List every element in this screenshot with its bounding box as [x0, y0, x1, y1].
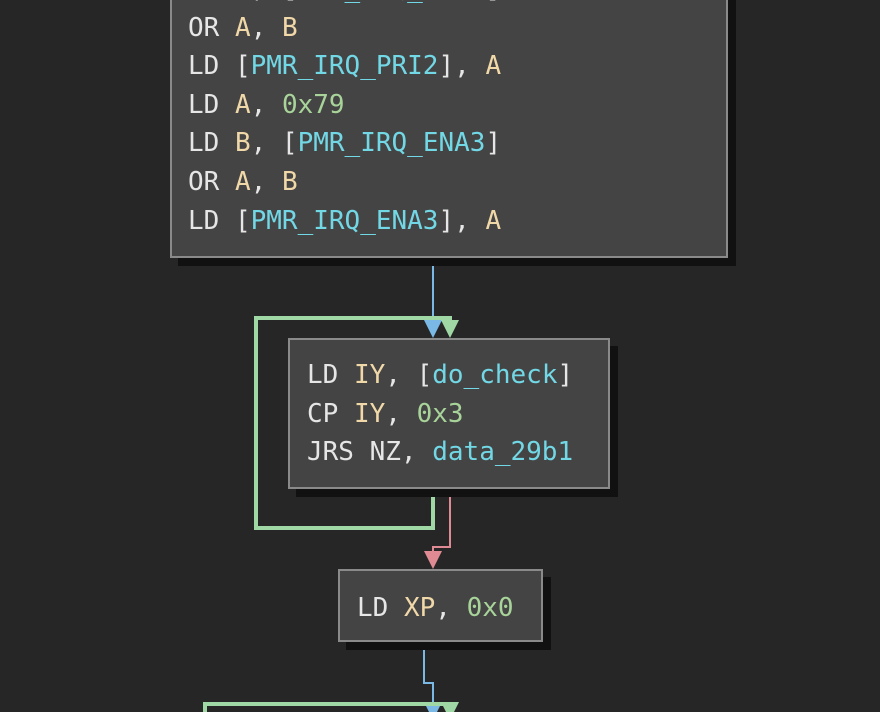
instruction-line[interactable]: LD [PMR_IRQ_ENA3], A [188, 202, 501, 241]
instruction-line[interactable]: LD IY, [do_check] [307, 356, 573, 395]
token-register: A [485, 205, 502, 236]
token-mnemonic: LD [188, 205, 220, 236]
instruction-line[interactable]: CP IY, 0x3 [307, 395, 464, 434]
token-punct: ] [485, 128, 502, 159]
token-symbol[interactable]: do_check [432, 360, 558, 390]
token-mnemonic: LD [188, 128, 220, 159]
token-punct: ] [557, 360, 574, 390]
token-mnemonic: CP [307, 398, 339, 429]
token-number: 0x0 [466, 593, 514, 623]
token-punct: , [ [250, 128, 298, 159]
token-register: A [234, 89, 251, 120]
token-mnemonic: LD [307, 360, 339, 390]
token-register: IY [353, 360, 386, 390]
token-symbol[interactable]: PMR_IRQ_PRI2 [250, 51, 439, 82]
instruction-line[interactable]: LD A, [PMR_IRQ_PRI2] [188, 0, 501, 9]
token-punct: , [435, 593, 467, 623]
token-punct [388, 593, 404, 623]
token-symbol[interactable]: PMR_IRQ_ENA3 [297, 128, 486, 159]
instruction-line[interactable]: LD B, [PMR_IRQ_ENA3] [188, 124, 501, 163]
token-punct: ] [485, 0, 501, 4]
instruction-line[interactable]: LD A, 0x79 [188, 86, 345, 125]
code-block[interactable]: LD XP, 0x0 [338, 569, 543, 642]
edge-arrowhead [441, 320, 459, 338]
token-punct: ], [438, 51, 486, 82]
token-punct: ], [438, 205, 486, 236]
token-punct [219, 13, 235, 43]
token-punct: , [ [251, 0, 298, 4]
token-punct: , [250, 89, 282, 120]
token-punct: [ [219, 205, 251, 236]
token-mnemonic: OR [188, 167, 220, 197]
instruction-line[interactable]: JRS NZ, data_29b1 [307, 433, 573, 472]
token-punct [219, 90, 235, 120]
token-register: B [234, 128, 251, 159]
token-punct [219, 0, 235, 4]
token-mnemonic: LD [188, 0, 219, 4]
token-punct: , [ [385, 360, 433, 390]
token-punct: , [250, 12, 282, 43]
token-punct [219, 167, 235, 197]
token-register: A [234, 167, 251, 197]
instruction-line[interactable]: LD [PMR_IRQ_PRI2], A [188, 47, 501, 86]
token-symbol[interactable]: PMR_IRQ_PRI2 [298, 0, 486, 4]
instruction-line[interactable]: OR A, B [188, 9, 298, 48]
edge-loop-back [254, 316, 452, 530]
code-block[interactable]: LD A, [PMR_IRQ_PRI2]OR A, BLD [PMR_IRQ_P… [170, 0, 728, 258]
token-register: A [235, 0, 251, 4]
token-punct: , [385, 398, 417, 429]
token-mnemonic: OR [188, 12, 220, 43]
edge-loop-back [203, 702, 450, 712]
instruction-line[interactable]: LD XP, 0x0 [357, 589, 514, 628]
instruction-line[interactable]: OR A, B [188, 163, 298, 202]
token-number: 0x3 [416, 398, 464, 429]
edge-arrowhead [424, 320, 442, 338]
token-symbol[interactable]: data_29b1 [432, 437, 574, 468]
edge-arrowhead [424, 551, 442, 569]
token-register: XP [403, 593, 436, 623]
token-symbol[interactable]: PMR_IRQ_ENA3 [250, 205, 439, 236]
token-punct [219, 128, 235, 158]
token-mnemonic: LD [188, 89, 220, 120]
token-mnemonic: LD [188, 51, 220, 82]
token-punct: , [400, 437, 433, 468]
edge-arrowhead [441, 702, 459, 712]
token-mnemonic: JRS NZ [307, 437, 401, 468]
token-number: 0x79 [281, 89, 345, 120]
token-register: A [485, 51, 502, 82]
token-punct: [ [219, 51, 251, 82]
token-register: IY [353, 398, 386, 429]
edge-false [432, 489, 451, 554]
token-punct [338, 360, 354, 390]
token-register: B [281, 12, 298, 43]
edge-unconditional [423, 643, 434, 704]
token-punct [338, 399, 354, 429]
token-mnemonic: LD [357, 593, 389, 623]
token-register: A [234, 12, 251, 43]
token-register: B [281, 167, 298, 197]
token-punct: , [250, 167, 282, 197]
